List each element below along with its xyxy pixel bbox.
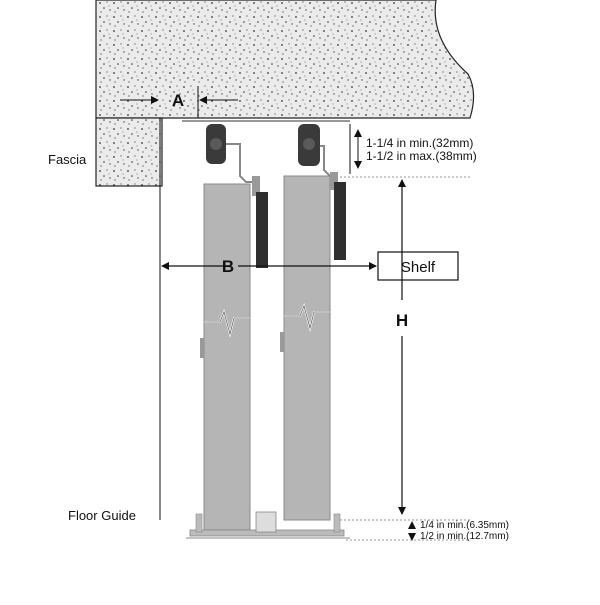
dimension-b: B — [161, 257, 377, 276]
label-a: A — [172, 91, 184, 110]
floor-guide-label: Floor Guide — [68, 508, 136, 523]
shelf-label: Shelf — [401, 259, 436, 276]
dimension-floor-gap: 1/4 in min.(6.35mm) 1/2 in min.(12.7mm) — [340, 519, 509, 542]
roller-1 — [206, 124, 268, 268]
dimension-a: A — [120, 91, 238, 110]
dimension-top-gap: 1-1/4 in min.(32mm) 1-1/2 in max.(38mm) — [340, 124, 477, 178]
ceiling — [95, 0, 475, 119]
label-b: B — [222, 257, 234, 276]
door-1 — [200, 183, 251, 531]
fascia-block — [95, 117, 163, 187]
floor-gap-min-2: 1/2 in min.(12.7mm) — [420, 531, 509, 542]
floor-gap-min-1: 1/4 in min.(6.35mm) — [420, 520, 509, 531]
roller-2 — [298, 124, 346, 260]
top-gap-min: 1-1/4 in min.(32mm) — [366, 136, 473, 150]
label-h: H — [396, 311, 408, 330]
top-gap-max: 1-1/2 in max.(38mm) — [366, 149, 477, 163]
dimension-h: H — [396, 179, 408, 515]
floor-guide-hardware — [186, 511, 350, 539]
door-2 — [280, 175, 331, 521]
shelf-box: Shelf — [377, 251, 459, 281]
fascia-label: Fascia — [48, 152, 87, 167]
